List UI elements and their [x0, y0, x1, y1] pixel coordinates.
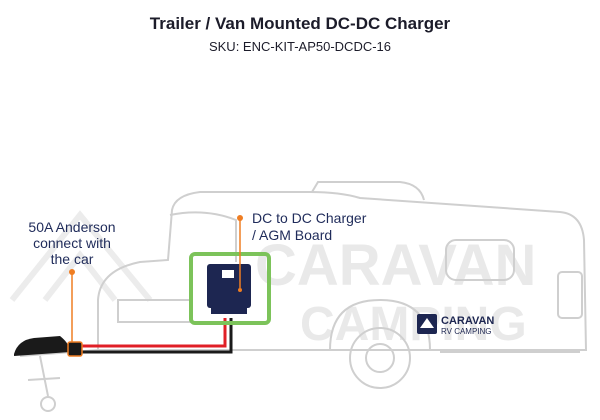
watermark: CARAVAN CAMPING: [9, 210, 536, 351]
charger-base: [211, 306, 247, 314]
logo-emblem-mark: [420, 318, 434, 328]
dc-dc-charger: [207, 264, 251, 314]
charger-highlight-box: [189, 252, 271, 325]
logo-line2: RV CAMPING: [441, 327, 492, 336]
charger-led: [238, 288, 242, 292]
anderson-label-line2: connect with: [33, 235, 111, 251]
negative-wire: [80, 318, 233, 354]
page-title: Trailer / Van Mounted DC-DC Charger: [149, 14, 451, 33]
charger-callout-dot: [237, 215, 243, 221]
anderson-connector: [67, 341, 83, 357]
watermark-emblem: [9, 210, 153, 302]
hitch-coupling: [14, 336, 70, 356]
callouts: [69, 215, 243, 342]
front-storage-box: [117, 299, 191, 323]
charger-label-line1: DC to DC Charger: [252, 210, 367, 226]
side-window: [445, 239, 515, 281]
drawbar-and-jockey-wheel: [19, 349, 99, 397]
anderson-label-line3: the car: [51, 251, 94, 267]
rear-locker: [557, 271, 583, 319]
charger-display: [222, 270, 234, 278]
jockey-wheel: [40, 396, 56, 412]
front-window: [169, 211, 237, 262]
roof-hatch: [311, 181, 425, 201]
anderson-callout-dot: [69, 269, 75, 275]
watermark-line2: CAMPING: [300, 298, 527, 351]
caravan-body: [97, 191, 588, 351]
watermark-line1: CARAVAN: [255, 233, 536, 298]
wheel: [349, 327, 411, 389]
caravan-rv-camping-logo: CARAVAN RV CAMPING: [417, 314, 494, 336]
positive-wire: [80, 318, 227, 348]
logo-line1: CARAVAN: [441, 315, 494, 327]
sku-label: SKU: ENC-KIT-AP50-DCDC-16: [208, 39, 392, 54]
wheel-hub: [365, 343, 395, 373]
anderson-label-line1: 50A Anderson: [28, 219, 115, 235]
charger-label-line2: / AGM Board: [252, 227, 332, 243]
